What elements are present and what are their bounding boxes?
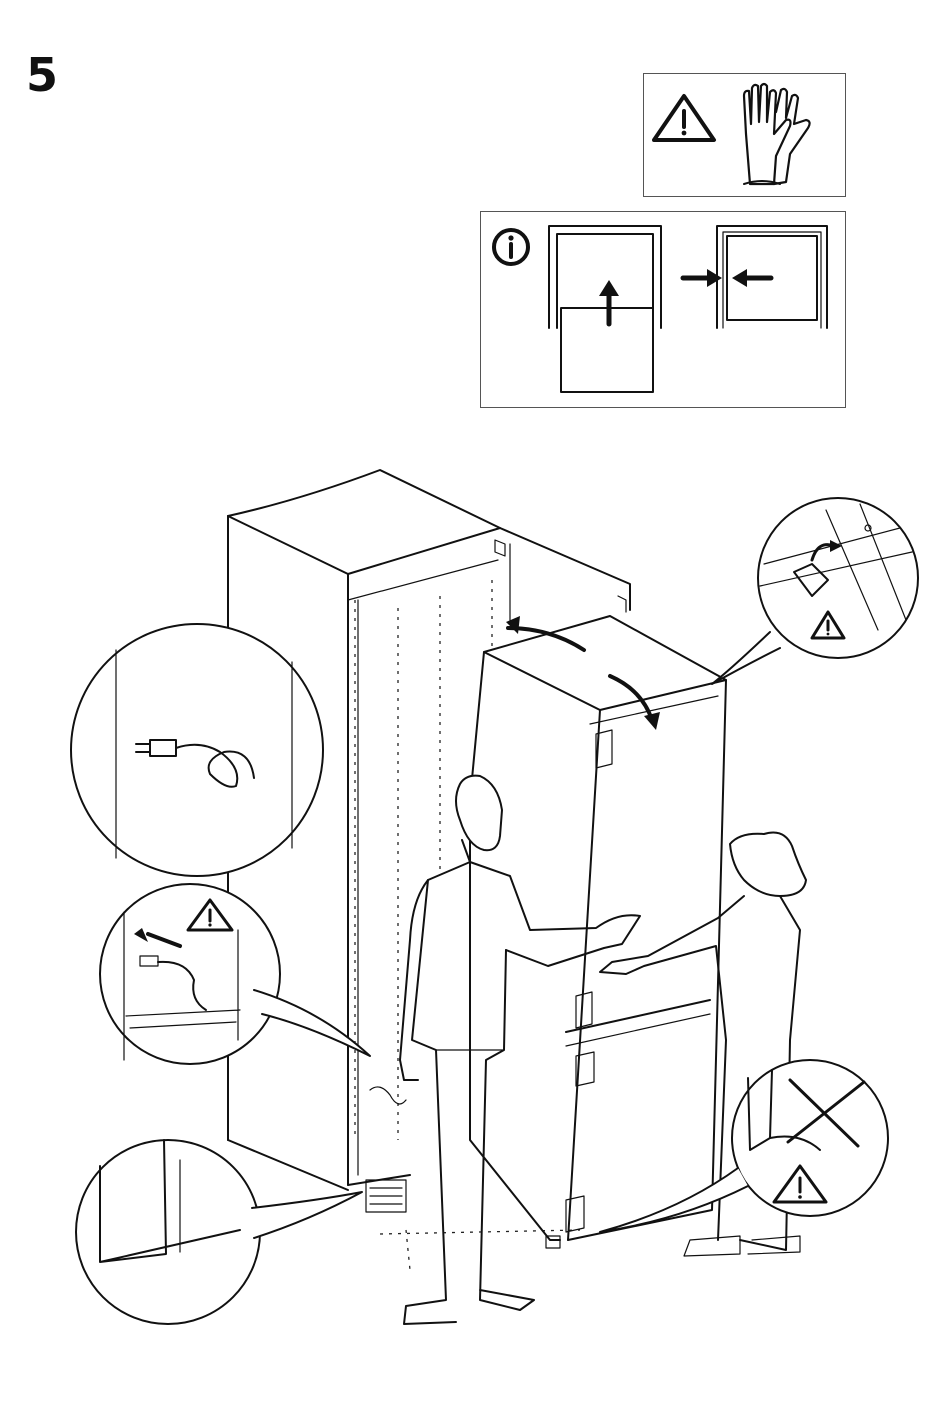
callout-hinge-bracket — [712, 498, 918, 684]
callout-cable-routing — [100, 884, 370, 1064]
safety-gloves-panel — [643, 73, 846, 197]
installation-illustration — [0, 440, 950, 1406]
callout-cabinet-base — [76, 1140, 362, 1324]
warning-triangle-icon — [654, 96, 714, 140]
push-into-niche-icon — [549, 226, 661, 392]
step-number: 5 — [26, 52, 57, 98]
align-flush-icon — [683, 226, 827, 328]
protective-gloves-icon — [744, 84, 810, 184]
callout-do-not-lift-by-door — [600, 1060, 888, 1232]
info-alignment-panel — [480, 211, 846, 408]
callout-power-plug — [71, 624, 323, 876]
cabinet-housing — [228, 470, 630, 1270]
fridge-freezer-appliance — [470, 616, 726, 1248]
installer-man — [400, 776, 640, 1324]
info-circle-icon — [494, 230, 528, 264]
